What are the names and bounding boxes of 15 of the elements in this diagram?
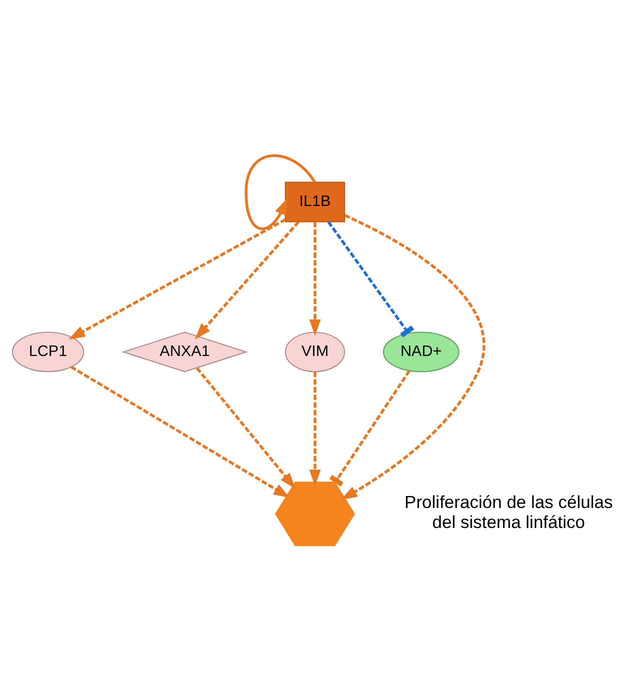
node-ellipse: LCP1 — [12, 331, 84, 372]
node-ellipse: VIM — [284, 331, 346, 372]
arrow — [196, 366, 296, 488]
node-ellipse: NAD+ — [382, 331, 460, 372]
node-box: IL1B — [284, 181, 346, 222]
connector — [327, 220, 414, 337]
arrow — [194, 220, 300, 339]
connector — [329, 370, 410, 486]
arrow — [340, 214, 485, 500]
arrow — [309, 221, 321, 336]
arrow — [68, 218, 286, 339]
node-diamond: ANXA1 — [122, 331, 248, 372]
node-label: Proliferación de las células del sistema linfático — [404, 492, 613, 532]
arrow — [309, 371, 321, 486]
arrow — [70, 365, 290, 498]
